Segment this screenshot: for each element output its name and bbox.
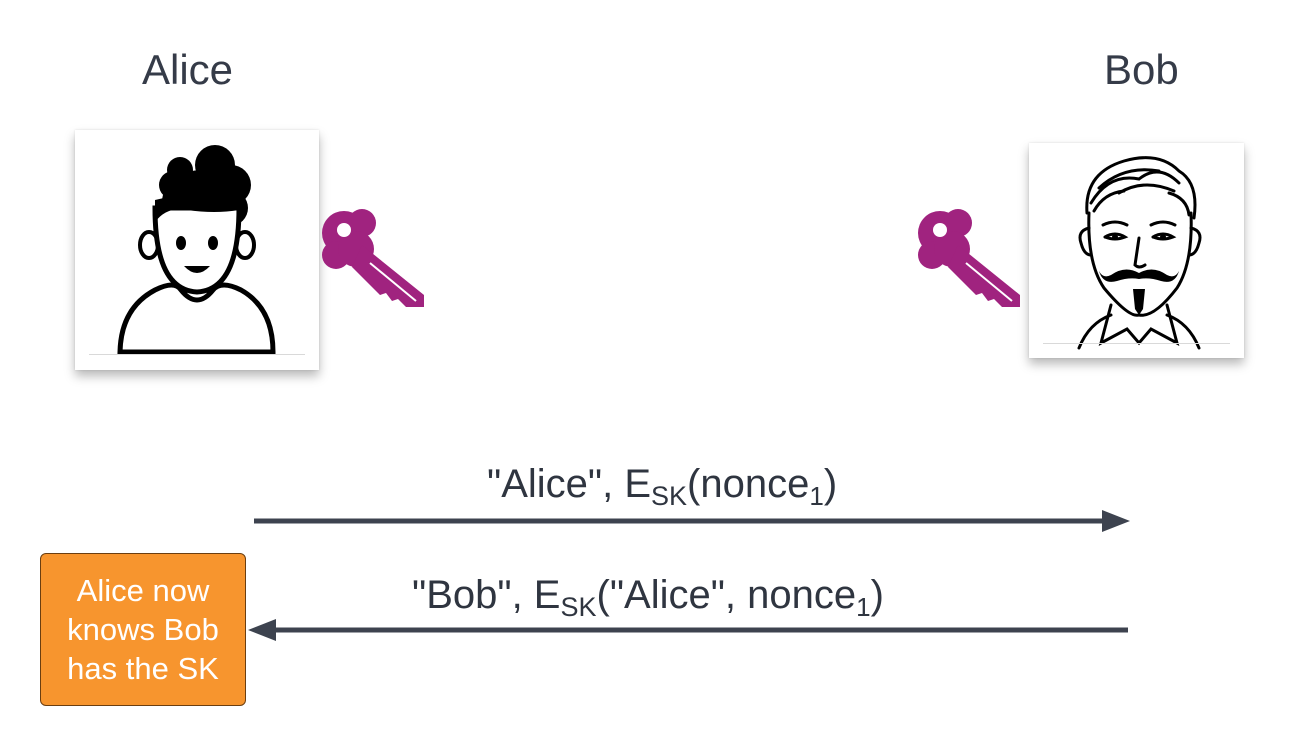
message-body-subscript: 1 [856, 592, 871, 622]
alice-name: Alice [142, 46, 234, 93]
card-divider [1043, 343, 1230, 344]
message-body: (nonce [687, 462, 810, 506]
conclusion-note: Alice now knows Bob has the SK [40, 553, 246, 706]
message-subscript: SK [651, 481, 688, 511]
message-prefix: "Bob", E [412, 573, 561, 617]
key-icon [918, 209, 1020, 307]
note-text: Alice now knows Bob has the SK [67, 573, 219, 686]
bob-name: Bob [1104, 46, 1179, 93]
arrow-alice-to-bob [254, 510, 1130, 532]
message-alice-to-bob: "Alice", ESK(nonce1) [487, 462, 838, 511]
bob-card [1029, 143, 1244, 358]
card-divider [89, 354, 305, 355]
message-prefix: "Alice", E [487, 462, 652, 506]
message-subscript: SK [560, 592, 597, 622]
message-body-subscript: 1 [809, 481, 824, 511]
bob-avatar-icon [1077, 156, 1202, 350]
message-bob-to-alice: "Bob", ESK("Alice", nonce1) [412, 573, 884, 622]
alice-card [75, 130, 319, 370]
key-icon [322, 209, 424, 307]
alice-avatar-icon [117, 145, 276, 355]
arrow-bob-to-alice [248, 619, 1128, 641]
message-suffix: ) [870, 573, 884, 617]
message-body: ("Alice", nonce [596, 573, 857, 617]
message-suffix: ) [823, 462, 838, 506]
